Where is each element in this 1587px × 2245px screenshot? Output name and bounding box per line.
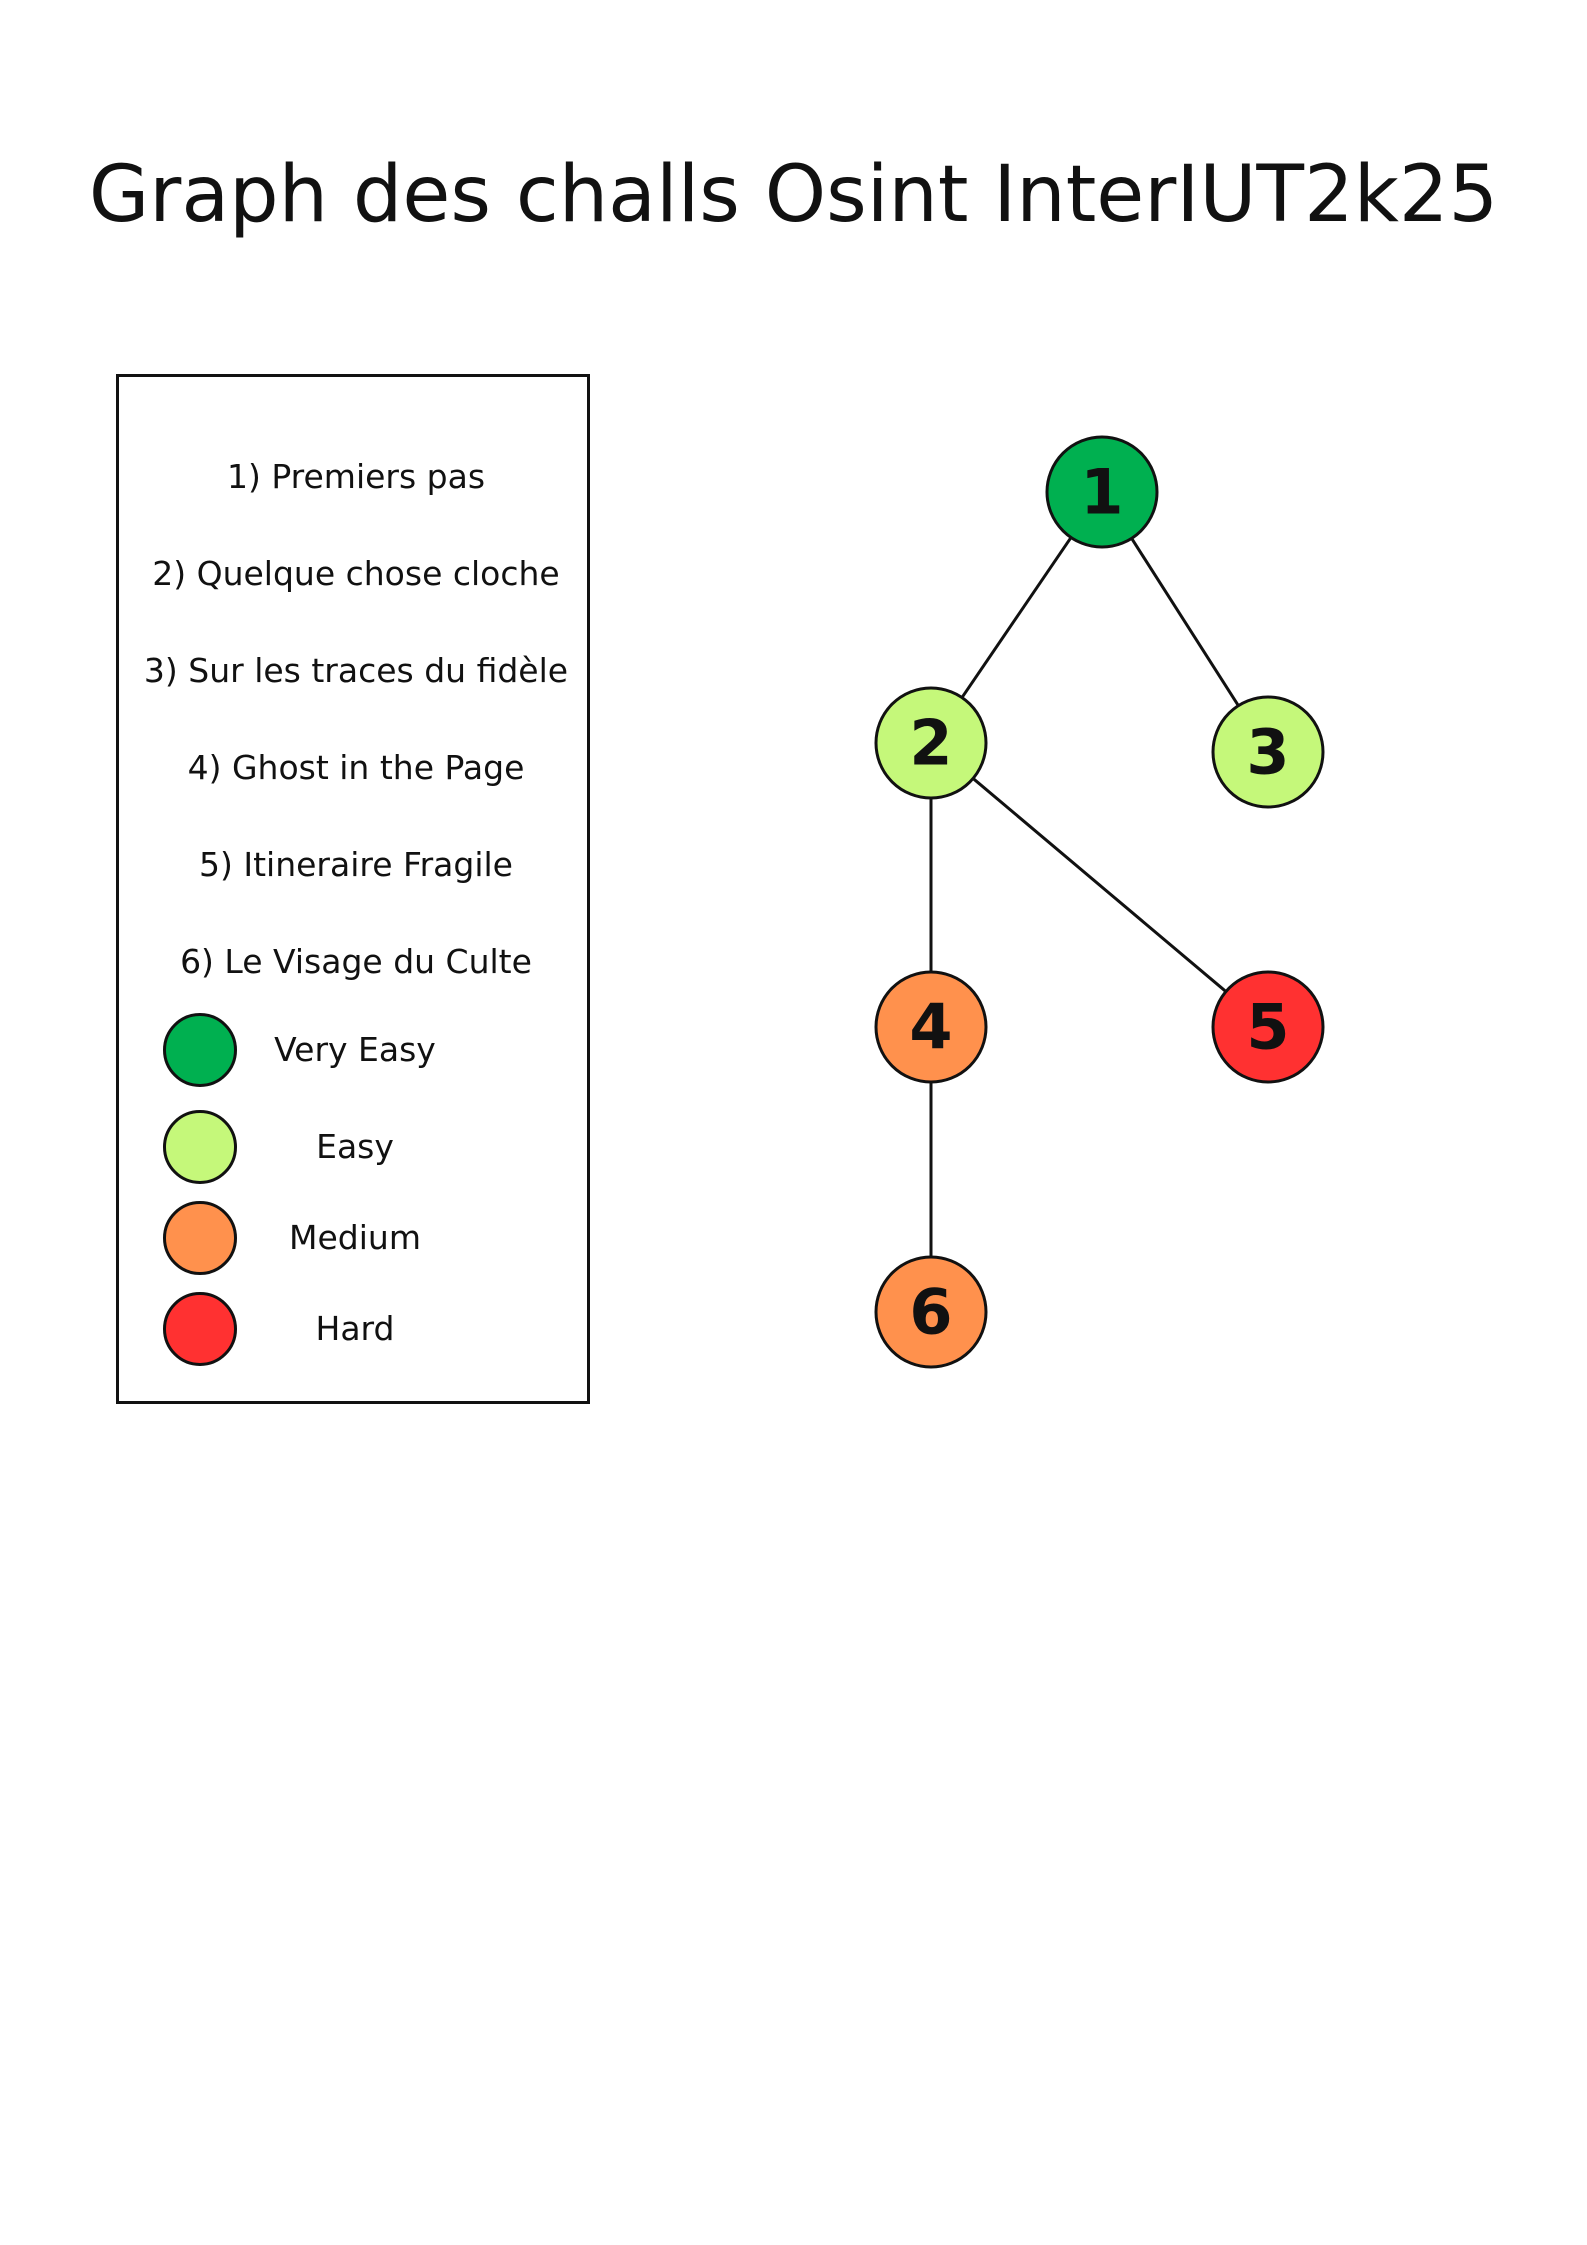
node-circle-3 (1211, 695, 1325, 809)
legend-challenge-3: 3) Sur les traces du fidèle (143, 651, 569, 690)
page-title: Graph des challs Osint InterIUT2k25 (88, 150, 1499, 240)
node-circle-4 (874, 970, 988, 1084)
legend-challenge-5: 5) Itineraire Fragile (199, 845, 513, 884)
node-label-1: 1 (1080, 456, 1123, 529)
graph-edges (929, 536, 1240, 1257)
node-circle-2 (874, 686, 988, 800)
legend-box: 1) Premiers pas 2) Quelque chose cloche … (116, 374, 590, 1404)
node-label-4: 4 (909, 991, 952, 1064)
node-label-6: 6 (909, 1276, 952, 1349)
graph-nodes: 1 2 3 4 5 6 (874, 435, 1325, 1369)
very-easy-swatch (163, 1013, 237, 1087)
legend-level-hard: Hard (119, 1292, 593, 1366)
node-6: 6 (874, 1255, 988, 1369)
node-label-2: 2 (909, 707, 952, 780)
node-label-3: 3 (1246, 716, 1289, 789)
medium-label: Medium (289, 1218, 421, 1257)
legend-challenge-1: 1) Premiers pas (226, 457, 486, 496)
legend-challenge-6: 6) Le Visage du Culte (180, 942, 532, 981)
hard-swatch (163, 1292, 237, 1366)
easy-label: Easy (316, 1127, 394, 1166)
node-1: 1 (1045, 435, 1159, 549)
node-circle-1 (1045, 435, 1159, 549)
legend-challenge-4: 4) Ghost in the Page (187, 748, 525, 787)
very-easy-label: Very Easy (274, 1030, 436, 1069)
node-3: 3 (1211, 695, 1325, 809)
edge-1-2 (960, 536, 1073, 699)
node-5: 5 (1211, 970, 1325, 1084)
easy-swatch (163, 1110, 237, 1184)
node-4: 4 (874, 970, 988, 1084)
legend-level-very-easy: Very Easy (119, 1013, 593, 1087)
medium-swatch (163, 1201, 237, 1275)
edge-2-5 (972, 777, 1227, 993)
node-circle-6 (874, 1255, 988, 1369)
node-2: 2 (874, 686, 988, 800)
hard-label: Hard (315, 1309, 395, 1348)
legend-level-easy: Easy (119, 1110, 593, 1184)
legend-challenge-2: 2) Quelque chose cloche (152, 554, 560, 593)
edge-1-3 (1130, 537, 1240, 707)
node-circle-5 (1211, 970, 1325, 1084)
legend-level-medium: Medium (119, 1201, 593, 1275)
node-label-5: 5 (1246, 991, 1289, 1064)
